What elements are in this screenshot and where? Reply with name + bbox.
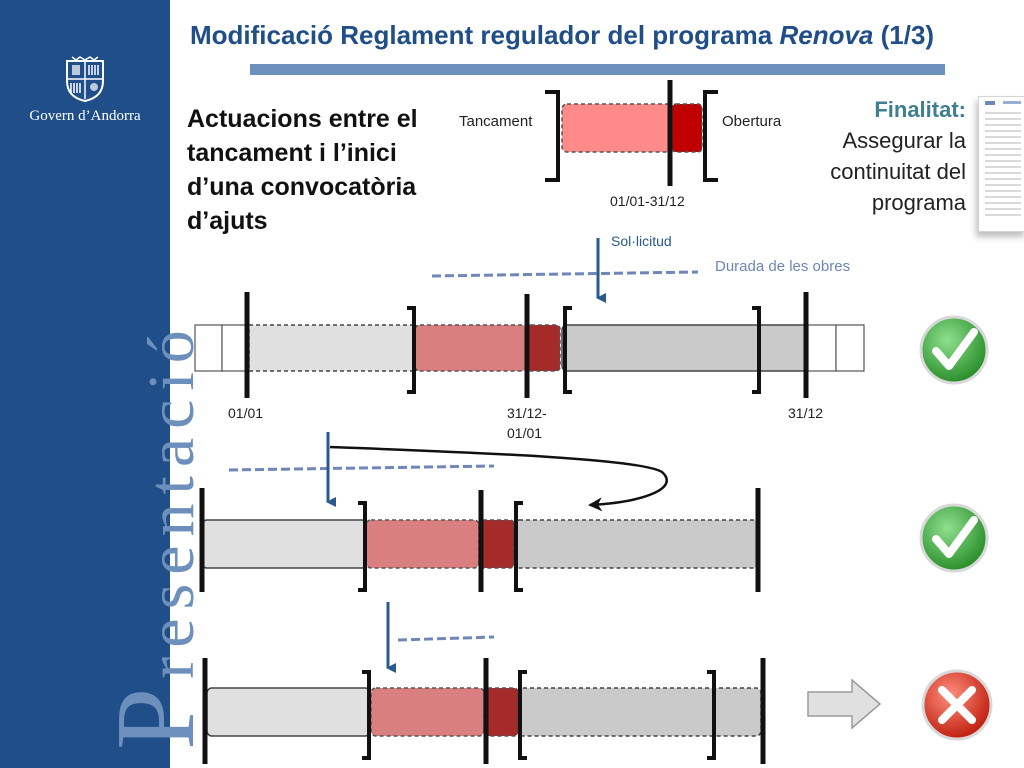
call-close-bracket — [407, 306, 416, 394]
next-call-period-bar — [561, 324, 809, 372]
works-end-bracket — [752, 306, 761, 394]
call-period-bar — [206, 687, 371, 737]
next-call-period-bar — [517, 687, 762, 737]
purpose-line-2: continuitat del — [830, 159, 966, 184]
date-end-label: 31/12 — [788, 405, 823, 421]
title-rule — [250, 64, 945, 75]
date-start-label: 01/01 — [228, 405, 263, 421]
green-check-icon — [919, 315, 989, 385]
closing-period-bar — [370, 687, 485, 737]
transition-block — [483, 687, 519, 737]
next-year-cell — [835, 324, 865, 372]
scenario-1-timeline: Sol·licitud Durada de les obres 01/01 31… — [194, 233, 865, 441]
closing-period-bar — [414, 324, 528, 372]
date-boundary-label: 31/12- — [507, 405, 547, 421]
works-duration-line — [397, 635, 495, 642]
prior-year-cell — [194, 324, 223, 372]
carry-over-arrow-icon — [329, 445, 668, 512]
legend-open-label: Obertura — [722, 113, 782, 130]
scenario-2-timeline — [199, 432, 761, 592]
scenario-3-timeline — [202, 602, 882, 764]
legend-close-label: Tancament — [459, 113, 533, 130]
title-page-indicator: (1/3) — [873, 20, 935, 50]
request-label: Sol·licitud — [611, 233, 672, 249]
closing-period-bar — [365, 519, 480, 569]
purpose-line-1: Assegurar la — [842, 128, 966, 153]
title-program-name: Renova — [779, 20, 874, 50]
date-boundary-label-2: 01/01 — [507, 425, 542, 441]
document-page-icon — [985, 101, 1021, 216]
call-open-bracket — [518, 670, 527, 760]
green-check-icon — [919, 503, 989, 573]
call-open-bracket — [563, 306, 572, 394]
transition-block — [526, 324, 561, 372]
call-period-bar — [201, 519, 368, 569]
legend-transition-block — [671, 103, 703, 153]
transition-block — [478, 519, 515, 569]
call-open-bracket — [514, 501, 523, 592]
works-duration-line — [228, 464, 495, 472]
next-call-period-bar — [513, 519, 759, 569]
sidebar: Govern d’Andorra Presentació — [0, 0, 218, 768]
works-end-bracket — [707, 670, 716, 760]
section-heading: Actuacions entre el tancament i l’inici … — [187, 105, 418, 235]
legend-closing-period — [561, 103, 673, 153]
title-main: Modificació Reglament regulador del prog… — [190, 20, 780, 50]
works-duration-label: Durada de les obres — [715, 258, 850, 275]
legend-open-bracket — [703, 90, 718, 182]
purpose-label: Finalitat: — [874, 97, 966, 122]
regulation-document-thumbnail — [978, 96, 1024, 232]
red-cross-icon — [921, 669, 993, 741]
result-arrow-icon — [807, 678, 882, 730]
andorra-coat-of-arms-icon — [66, 56, 104, 103]
call-period-bar — [248, 324, 418, 372]
call-close-bracket — [362, 670, 371, 760]
legend-close-bracket — [545, 90, 560, 182]
works-duration-line — [431, 270, 699, 278]
legend-timeline: Tancament Obertura 01/01-31/12 — [459, 80, 782, 209]
org-name: Govern d’Andorra — [29, 108, 141, 124]
purpose-box: Finalitat: Assegurar la continuitat del … — [830, 94, 966, 218]
next-year-cell — [807, 324, 837, 372]
call-close-bracket — [358, 501, 367, 592]
purpose-line-3: programa — [871, 190, 966, 215]
slide-title: Modificació Reglament regulador del prog… — [190, 20, 934, 51]
legend-period-label: 01/01-31/12 — [610, 193, 685, 209]
